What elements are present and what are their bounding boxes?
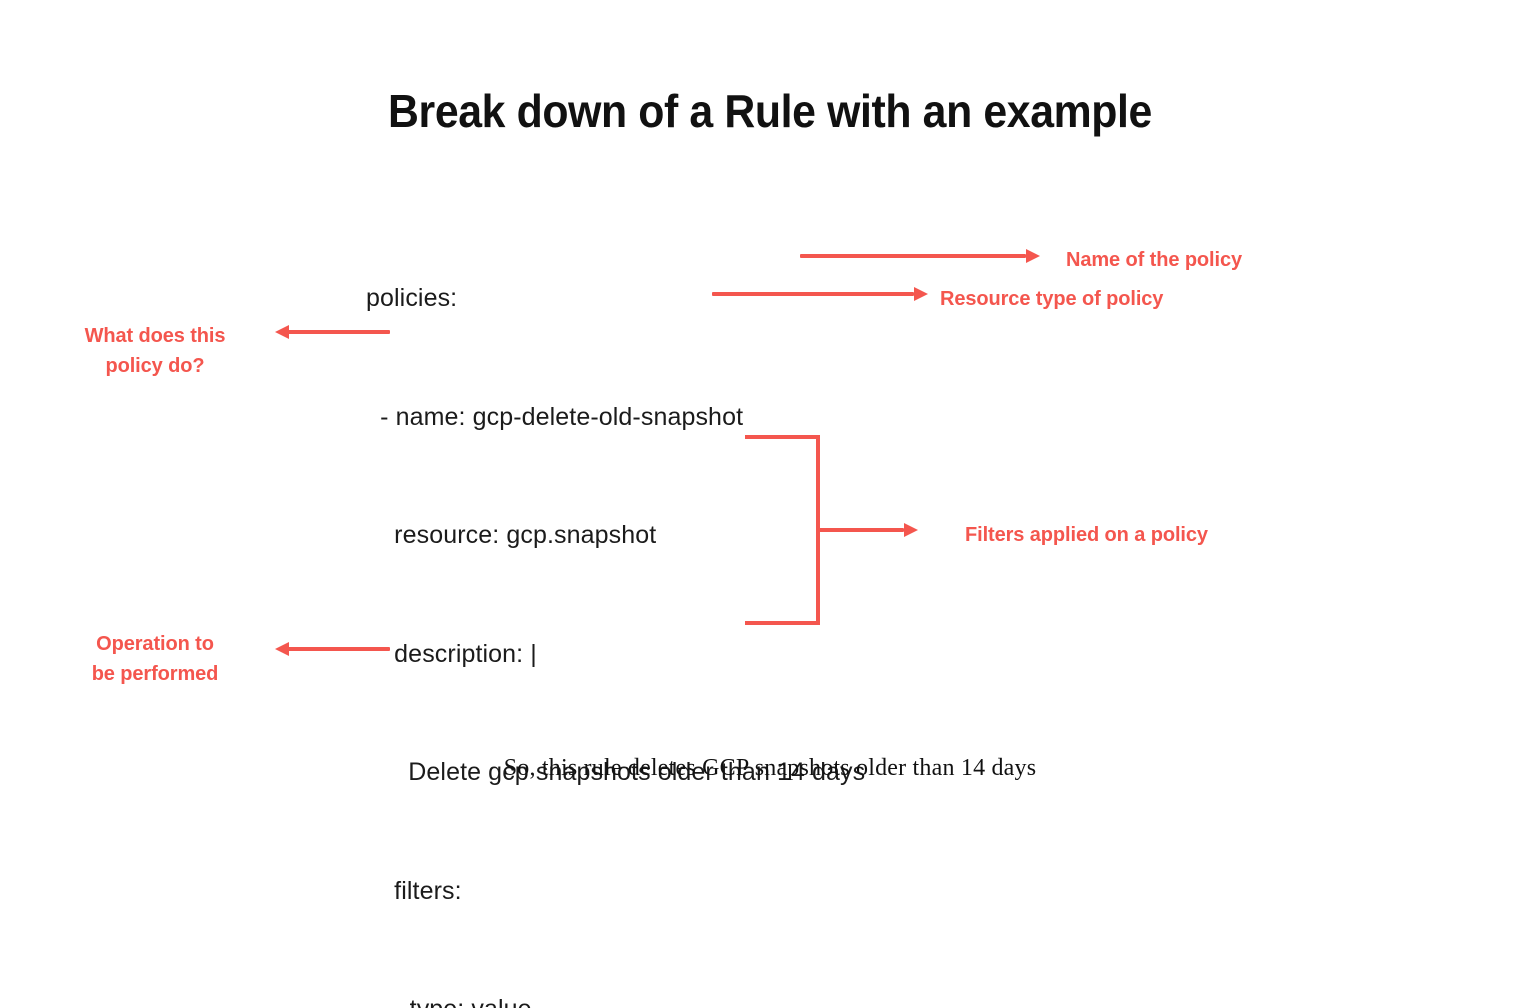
arrow-to-description: [275, 321, 390, 343]
summary-caption: So, this rule deletes GCP snapshots olde…: [503, 755, 1037, 781]
arrow-line: [288, 330, 390, 334]
yaml-line-name: - name: gcp-delete-old-snapshot: [366, 402, 744, 431]
annotation-resource-type: Resource type of policy: [940, 288, 1164, 310]
arrow-to-name-label: [800, 245, 1040, 267]
arrow-head-left-icon: [275, 642, 289, 656]
bracket-bottom-cap: [745, 621, 820, 625]
yaml-code-block: policies: - name: gcp-delete-old-snapsho…: [366, 200, 865, 1008]
filters-bracket: [745, 435, 820, 625]
arrow-to-filters-label: [818, 519, 918, 541]
bracket-top-cap: [745, 435, 820, 439]
annotation-name-of-policy: Name of the policy: [1066, 249, 1243, 271]
arrow-head-right-icon: [904, 523, 918, 537]
page-title: Break down of a Rule with an example: [388, 85, 1152, 137]
arrow-to-resource-label: [712, 283, 928, 305]
arrow-line: [712, 292, 914, 296]
yaml-line-description: description: |: [366, 639, 537, 668]
yaml-line-resource: resource: gcp.snapshot: [366, 521, 657, 549]
arrow-line: [288, 647, 390, 651]
arrow-head-left-icon: [275, 325, 289, 339]
arrow-head-right-icon: [914, 287, 928, 301]
arrow-to-actions: [275, 638, 390, 660]
annotation-filters-applied: Filters applied on a policy: [965, 524, 1208, 546]
annotation-what-does-policy-do: What does this policy do?: [84, 325, 226, 377]
yaml-line-description-text: Delete gcp snapshots older than 14 days: [366, 758, 866, 786]
arrow-head-right-icon: [1026, 249, 1040, 263]
yaml-line-policies: policies:: [366, 284, 458, 312]
arrow-line: [818, 528, 904, 532]
yaml-line-filter-type: - type: value: [366, 990, 865, 1008]
yaml-line-filters: filters:: [366, 876, 462, 905]
arrow-line: [800, 254, 1026, 258]
annotation-operation-performed: Operation to be performed: [91, 633, 219, 685]
